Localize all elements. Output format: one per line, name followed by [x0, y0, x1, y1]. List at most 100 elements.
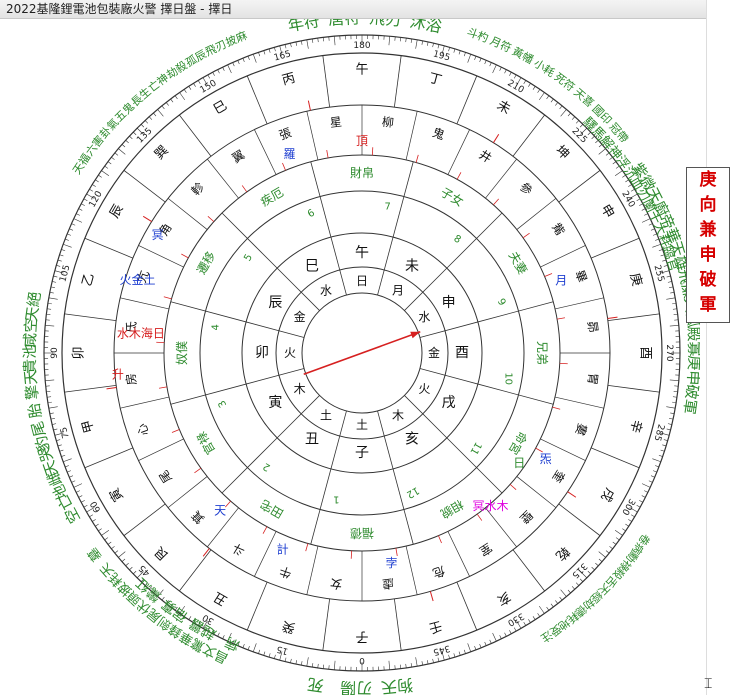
window-title-bar[interactable]: 2022基隆鋰電池包裝廠火警 擇日盤 - 擇日 [0, 0, 706, 19]
degree-tick [489, 639, 492, 644]
mansion-divider [120, 297, 170, 310]
degree-tick [504, 69, 507, 74]
degree-tick [605, 152, 610, 156]
palace-divider [392, 161, 414, 238]
branch-divider [330, 410, 347, 470]
palace-label: 相貌 [438, 497, 466, 522]
degree-tick [247, 646, 250, 650]
degree-tick [95, 179, 99, 183]
degree-tick [125, 562, 129, 567]
degree-tick [174, 95, 178, 100]
degree-tick [653, 470, 657, 473]
red-marker [395, 548, 398, 557]
degree-tick [284, 657, 287, 662]
sky-marker: 日 [513, 456, 525, 470]
degree-tick [591, 135, 595, 140]
degree-tick [52, 281, 57, 283]
mansion-label: 觜 [549, 221, 567, 239]
degree-tick [217, 69, 220, 74]
degree-tick [644, 490, 648, 493]
mansion-divider [254, 531, 277, 577]
degree-tick [161, 105, 165, 110]
degree-tick [295, 660, 298, 665]
mountain-label: 巽 [152, 143, 172, 163]
degree-tick [669, 417, 674, 420]
degree-tick [609, 156, 613, 160]
degree-tick [101, 529, 110, 536]
degree-tick [183, 613, 187, 617]
degree-tick [301, 40, 303, 45]
outer-left-star: 天絕 [22, 291, 44, 323]
degree-tick [153, 589, 157, 594]
degree-tick [479, 58, 482, 62]
degree-tick [598, 558, 603, 562]
degree-tick [57, 444, 62, 447]
degree-tick [183, 89, 187, 93]
degree-tick [644, 213, 648, 216]
window-title: 2022基隆鋰電池包裝廠火警 擇日盤 - 擇日 [6, 2, 233, 16]
degree-tick [61, 454, 66, 457]
degree-tick [144, 120, 149, 124]
degree-tick [290, 43, 292, 48]
palace-number: 2 [261, 460, 272, 473]
outer-ne-star: 死符 [552, 71, 577, 95]
degree-tick [258, 649, 261, 654]
degree-tick [78, 208, 83, 211]
degree-tick [114, 152, 119, 156]
degree-tick [615, 537, 620, 541]
mountain-divider [84, 237, 134, 259]
degree-tick [463, 52, 466, 57]
degree-tick [227, 64, 232, 74]
degree-label: 330 [505, 610, 525, 627]
degree-label: 75 [59, 426, 72, 440]
degree-tick [140, 578, 145, 582]
degree-tick [474, 646, 477, 650]
branch-label: 寅 [268, 394, 282, 411]
sky-marker: 火金土 [120, 272, 156, 287]
degree-tick [641, 483, 651, 488]
degree-tick [609, 546, 613, 550]
degree-tick [546, 95, 550, 100]
outer-bottom-star: 狗天 [380, 675, 414, 695]
mountain-label: 戌 [597, 485, 616, 504]
outer-left-star: 豹尾 [28, 419, 53, 453]
degree-tick [571, 116, 576, 120]
degree-tick [629, 193, 638, 199]
outer-bottom-star: 刃陽 [340, 678, 372, 695]
degree-tick [73, 483, 83, 488]
degree-tick [532, 86, 536, 90]
degree-tick [263, 50, 266, 55]
palace-label: 奴僕 [175, 341, 189, 365]
degree-tick [567, 112, 571, 117]
sky-marker: 冥 [152, 228, 164, 242]
degree-tick [432, 658, 434, 663]
red-marker [163, 296, 172, 300]
degree-tick [655, 465, 659, 468]
degree-tick [639, 203, 643, 206]
sky-marker: 計 [277, 542, 289, 557]
degree-tick [546, 606, 550, 611]
mansion-divider [207, 507, 239, 548]
degree-tick [628, 184, 632, 187]
mountain-divider [322, 55, 331, 108]
degree-tick [499, 635, 502, 639]
degree-tick [317, 663, 319, 668]
degree-tick [59, 254, 64, 257]
outer-ne-star: 月符 [488, 34, 513, 55]
outer-left-star: 貴池 [21, 344, 40, 374]
degree-tick [284, 44, 287, 49]
palace-label: 子女 [438, 184, 466, 209]
red-marker [225, 500, 231, 508]
degree-tick [73, 218, 83, 223]
degree-tick [579, 578, 584, 582]
outer-right-star: 殿寡 [684, 326, 700, 357]
mansion-divider [485, 507, 517, 548]
degree-tick [660, 449, 665, 452]
degree-tick [188, 86, 192, 90]
degree-tick [598, 551, 606, 558]
ring-circle [61, 52, 663, 654]
right-scroll-area[interactable] [706, 0, 740, 695]
mountain-label: 亥 [494, 588, 513, 607]
degree-tick [311, 38, 314, 43]
degree-tick [202, 77, 208, 86]
